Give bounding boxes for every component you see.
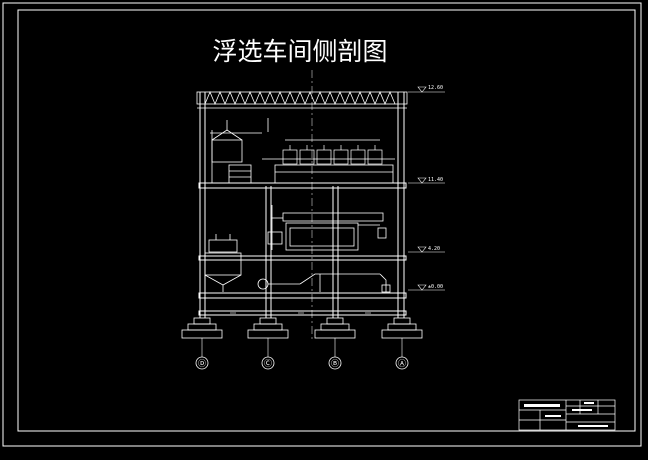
- outer-sheet-border: [2, 2, 642, 447]
- elevation-label-middle: 4.20: [428, 246, 440, 252]
- upper-floor-equipment: [210, 118, 395, 184]
- elevation-label-roof: 12.60: [428, 85, 443, 91]
- middle-floor-equipment: [267, 205, 387, 251]
- axis-leaders: [201, 338, 403, 357]
- roof-truss: [196, 90, 408, 109]
- axis-marker-d: Ⓓ: [195, 356, 209, 370]
- axis-marker-b: Ⓑ: [328, 356, 342, 370]
- inner-drawing-frame: [17, 9, 636, 432]
- drawing-title: 浮选车间侧剖图: [212, 37, 387, 66]
- foundations: [181, 317, 423, 339]
- ground-piping: [257, 273, 391, 293]
- axis-label-c: Ⓒ: [264, 359, 272, 368]
- axis-marker-a: Ⓐ: [395, 356, 409, 370]
- axis-label-b: Ⓑ: [331, 359, 339, 368]
- floor-slabs: [198, 182, 407, 316]
- elevation-label-ground: ±0.00: [428, 284, 443, 290]
- elevation-middle-floor: 4.20: [408, 246, 445, 253]
- elevation-roof: 12.60: [408, 85, 445, 93]
- axis-label-a: Ⓐ: [398, 359, 406, 368]
- elevation-markers: 12.60 11.40 4.20 ±0.00: [408, 85, 445, 291]
- elevation-upper-floor: 11.40: [408, 177, 445, 184]
- axis-label-d: Ⓓ: [198, 359, 206, 368]
- conditioning-tank: [204, 218, 242, 292]
- building-columns: [199, 92, 405, 318]
- title-block: [518, 399, 616, 431]
- title-block-fills: [524, 402, 608, 427]
- axis-markers: Ⓓ Ⓒ Ⓑ Ⓐ: [195, 356, 409, 370]
- axis-marker-c: Ⓒ: [261, 356, 275, 370]
- elevation-ground: ±0.00: [408, 284, 445, 291]
- flotation-cells-upper: [282, 145, 383, 165]
- elevation-label-upper: 11.40: [428, 177, 443, 183]
